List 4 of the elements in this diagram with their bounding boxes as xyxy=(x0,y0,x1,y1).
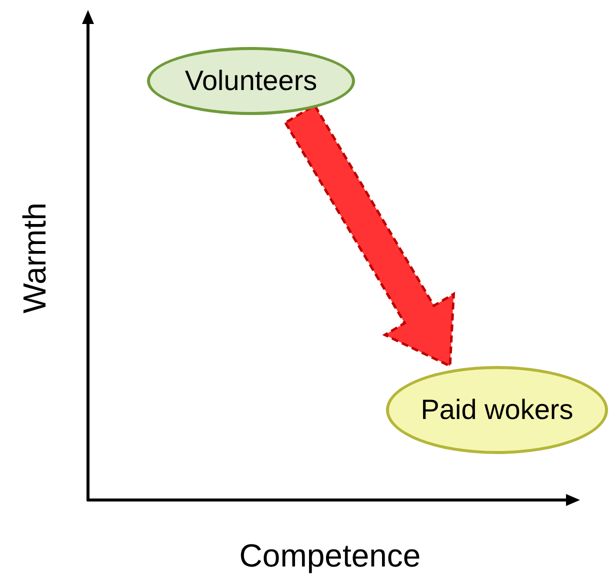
axis-label: Competence xyxy=(239,538,421,574)
ellipse-node: Paid wokers xyxy=(386,366,608,454)
axis-label: Warmth xyxy=(16,202,54,314)
ellipse-node: Volunteers xyxy=(147,47,355,115)
